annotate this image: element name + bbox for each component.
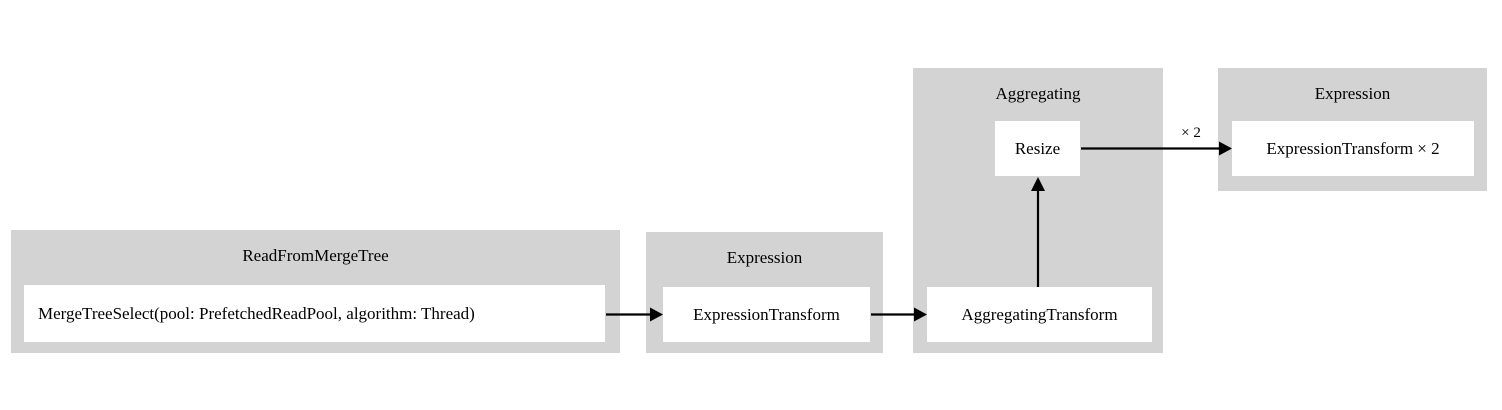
edge-label-resize-to-expressiontransform-x2: × 2 xyxy=(1181,125,1201,141)
node-expression-transform-x2[interactable]: ExpressionTransform × 2 xyxy=(1232,121,1474,176)
node-label-expression-transform: ExpressionTransform xyxy=(693,304,840,324)
cluster-title-aggregating: Aggregating xyxy=(995,84,1081,103)
cluster-title-read-from-merge-tree: ReadFromMergeTree xyxy=(242,246,389,265)
node-expression-transform[interactable]: ExpressionTransform xyxy=(663,287,870,342)
node-label-aggregating-transform: AggregatingTransform xyxy=(961,304,1118,324)
cluster-title-expression-2: Expression xyxy=(1314,84,1391,103)
node-label-merge-tree-select: MergeTreeSelect(pool: PrefetchedReadPool… xyxy=(38,303,475,323)
node-resize[interactable]: Resize xyxy=(995,121,1080,176)
node-label-resize: Resize xyxy=(1014,138,1061,158)
cluster-title-expression-1: Expression xyxy=(726,248,803,267)
node-label-expression-transform-x2: ExpressionTransform × 2 xyxy=(1266,138,1440,158)
node-aggregating-transform[interactable]: AggregatingTransform xyxy=(927,287,1152,342)
node-merge-tree-select[interactable]: MergeTreeSelect(pool: PrefetchedReadPool… xyxy=(24,285,605,342)
